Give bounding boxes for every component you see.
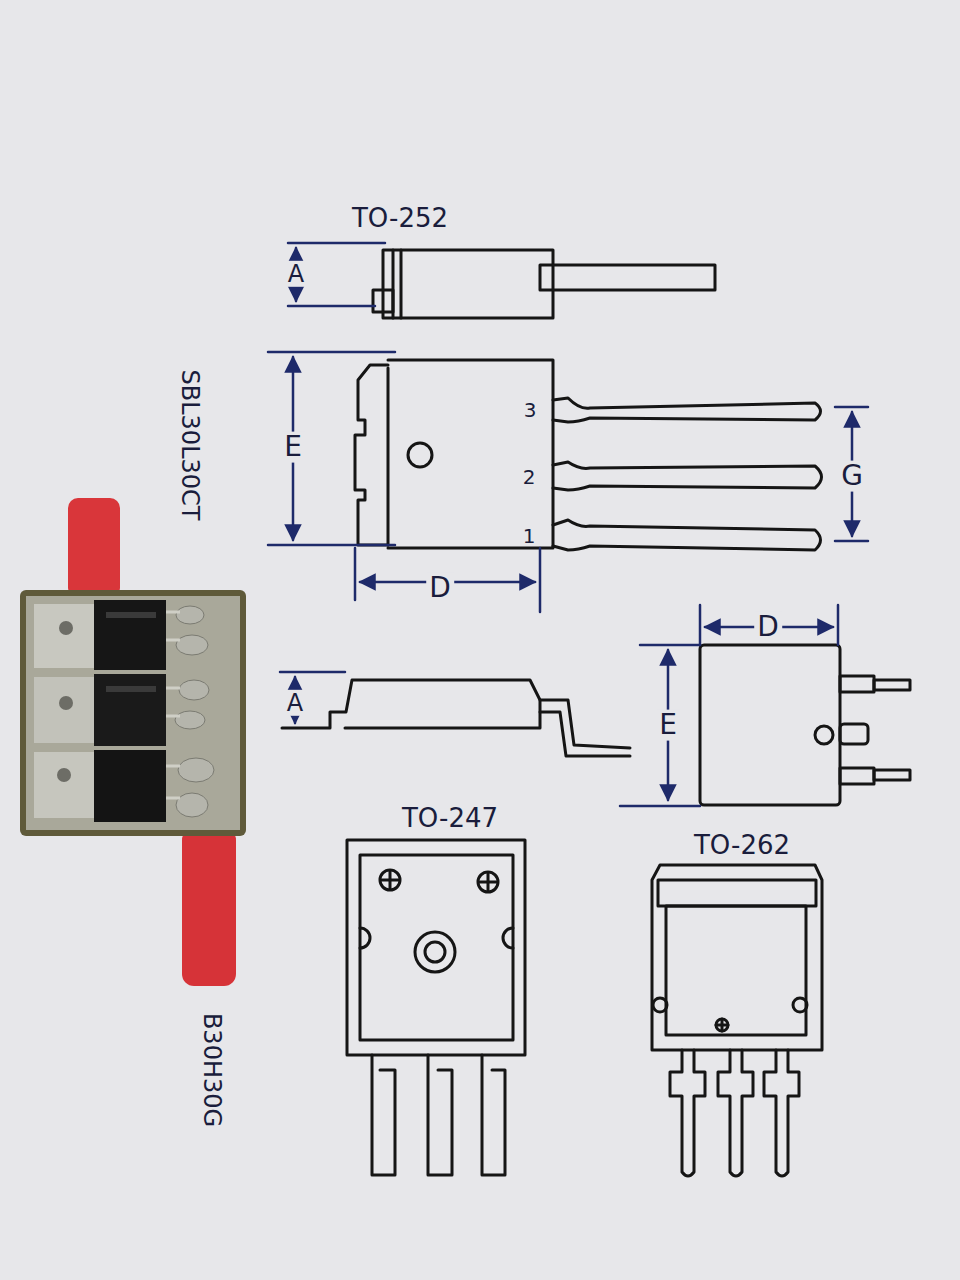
dimension-label: E (656, 710, 680, 741)
package-title: TO-247 (402, 804, 498, 833)
dimension-label: E (281, 432, 305, 463)
pin-number: 3 (524, 399, 537, 421)
package-title: TO-262 (694, 831, 790, 860)
dimension-label: A (284, 690, 306, 716)
pcb-photo (20, 498, 246, 986)
part-number: SBL30L30CT (177, 370, 203, 521)
pin-number: 1 (523, 525, 536, 547)
dimension-label: A (285, 261, 307, 287)
package-title: TO-252 (352, 204, 448, 233)
part-number: B30H30G (199, 1013, 225, 1127)
dimension-label: G (838, 461, 866, 492)
dimension-label: D (426, 573, 454, 604)
pin-number: 2 (523, 466, 536, 488)
dimension-label: D (754, 612, 782, 643)
